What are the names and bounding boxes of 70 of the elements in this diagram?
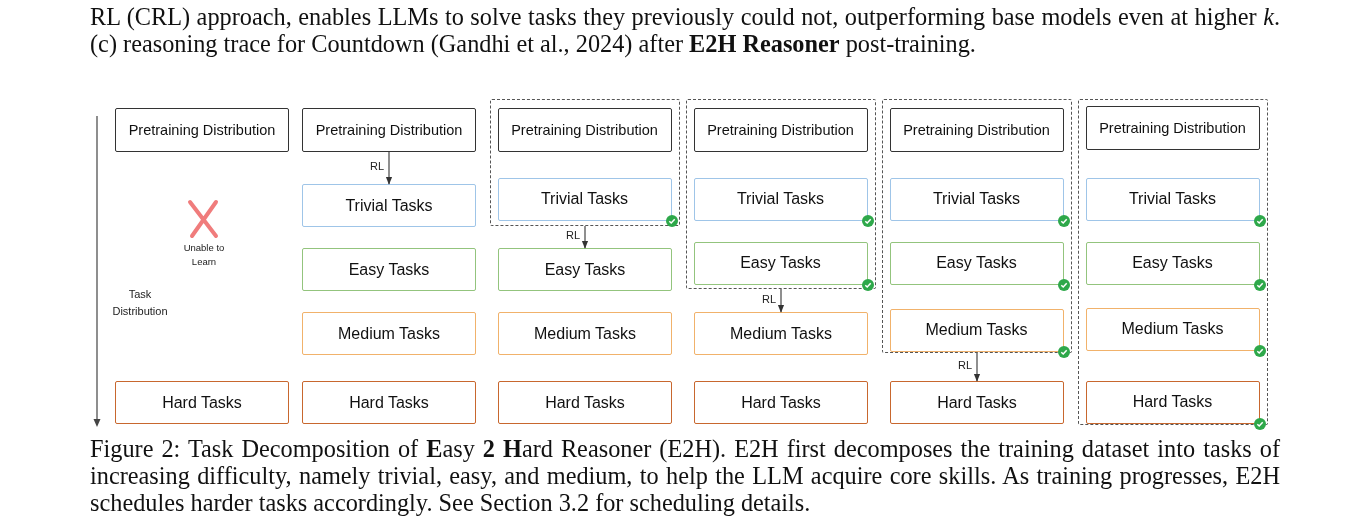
caption-text: RL (CRL) approach, enables LLMs to solve tasks they previously could not, outperforming base models even at higher k. (c) reasoning trace for Countdown (Gandhi et al., 2024) after E2H Reasoner post-training. bbox=[90, 3, 1280, 57]
dashed-group-box bbox=[882, 99, 1072, 353]
box-label: Trivial Tasks bbox=[932, 190, 1021, 208]
task-box bbox=[1085, 380, 1260, 424]
box-label: Medium Tasks bbox=[925, 321, 1028, 339]
box-label: Pretraining Distribution bbox=[511, 121, 658, 138]
box-label: Easy Tasks bbox=[936, 254, 1017, 272]
task-box bbox=[498, 248, 672, 291]
box-label: Medium Tasks bbox=[730, 324, 832, 343]
box-label: Hard Tasks bbox=[545, 393, 625, 412]
task-box bbox=[694, 312, 868, 355]
box-label: Easy Tasks bbox=[740, 254, 821, 272]
task-box bbox=[693, 177, 868, 221]
box-label: Hard Tasks bbox=[741, 393, 821, 412]
task-box bbox=[498, 312, 672, 355]
task-box bbox=[115, 108, 289, 152]
task-box bbox=[115, 381, 289, 424]
box-label: Hard Tasks bbox=[1132, 393, 1213, 411]
task-box bbox=[890, 381, 1064, 424]
task-box bbox=[302, 108, 476, 152]
dashed-group-box bbox=[1078, 99, 1268, 425]
task-box bbox=[889, 177, 1064, 221]
box-label: Easy Tasks bbox=[348, 260, 430, 279]
box-label: Hard Tasks bbox=[162, 393, 242, 412]
task-box bbox=[497, 107, 672, 152]
figure-caption: Figure 2: Task Decomposition of Easy 2 Hard Reasoner (E2H). E2H first decomposes the training dataset into tasks of increasing difficulty, namely trivial, easy, and medium, to help the LLM acquire core skills. As training progresses, E2H schedules harder tasks accordingly. See Section 3.2 for scheduling details. bbox=[90, 435, 1280, 516]
task-box bbox=[1085, 177, 1260, 221]
arrow bbox=[973, 352, 981, 382]
task-box bbox=[693, 241, 868, 285]
box-label: Medium Tasks bbox=[534, 324, 636, 343]
task-box bbox=[302, 248, 476, 291]
box-label: Hard Tasks bbox=[349, 393, 429, 412]
task-box bbox=[693, 107, 868, 152]
edge-label: RL bbox=[369, 160, 386, 172]
box-label: Trivial Tasks bbox=[736, 190, 825, 208]
box-label: Pretraining Distribution bbox=[1099, 119, 1246, 136]
task-box bbox=[889, 107, 1064, 152]
box-label: Trivial Tasks bbox=[540, 190, 629, 208]
task-box bbox=[1085, 105, 1260, 150]
box-label: Easy Tasks bbox=[1132, 254, 1213, 272]
box-label: Pretraining Distribution bbox=[128, 122, 276, 138]
box-label: Pretraining Distribution bbox=[707, 121, 854, 138]
task-box bbox=[497, 177, 672, 221]
arrow bbox=[581, 225, 589, 249]
arrow bbox=[385, 151, 393, 185]
task-box bbox=[889, 241, 1064, 285]
box-label: Easy Tasks bbox=[544, 260, 626, 279]
dashed-group-box bbox=[490, 99, 680, 226]
edge-label: RL bbox=[565, 229, 582, 241]
task-box bbox=[302, 184, 476, 227]
box-label: Trivial Tasks bbox=[345, 196, 433, 215]
task-box bbox=[1085, 307, 1260, 351]
task-box bbox=[498, 381, 672, 424]
dashed-group-box bbox=[686, 99, 876, 289]
box-label: Medium Tasks bbox=[1121, 320, 1224, 338]
task-box bbox=[889, 308, 1064, 352]
task-box bbox=[694, 381, 868, 424]
edge-label: RL bbox=[957, 359, 974, 371]
task-box bbox=[1085, 241, 1260, 285]
box-label: Hard Tasks bbox=[937, 393, 1017, 412]
task-box bbox=[302, 312, 476, 355]
box-label: Pretraining Distribution bbox=[315, 122, 463, 138]
box-label: Trivial Tasks bbox=[1128, 190, 1217, 208]
box-label: Medium Tasks bbox=[338, 324, 440, 343]
box-label: Pretraining Distribution bbox=[903, 121, 1050, 138]
axis-label: Task Distribution bbox=[111, 287, 169, 319]
edge-label: RL bbox=[761, 292, 778, 305]
task-box bbox=[302, 381, 476, 424]
arrow bbox=[777, 288, 785, 313]
note-text: Unable to Learn bbox=[182, 241, 226, 270]
